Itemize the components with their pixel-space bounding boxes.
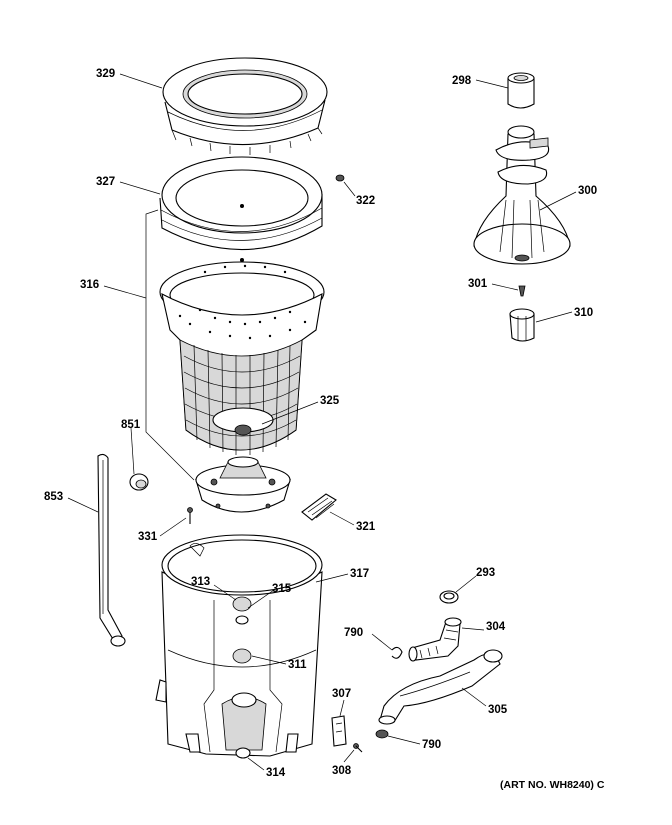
label-322: 322	[356, 195, 375, 207]
label-790-upper: 790	[344, 627, 363, 639]
part-hub-assembly	[195, 456, 291, 513]
part-300-agitator	[473, 125, 571, 265]
label-316: 316	[80, 279, 99, 291]
part-314-seal	[235, 747, 251, 759]
label-311: 311	[288, 659, 307, 671]
label-307: 307	[332, 688, 351, 700]
part-853-fill-tube	[97, 453, 126, 647]
label-853: 853	[44, 491, 63, 503]
part-305-drain-hose	[378, 649, 503, 725]
label-313: 313	[191, 576, 210, 588]
art-number: (ART NO. WH8240) C	[500, 779, 605, 791]
part-317-outer-tub	[155, 534, 323, 757]
part-322-screw	[335, 174, 345, 182]
label-325: 325	[320, 395, 340, 407]
part-310-coupler	[509, 308, 535, 342]
leader-lines	[67, 73, 577, 771]
part-293-clamp	[439, 590, 459, 604]
label-327: 327	[96, 176, 115, 188]
part-790-clamp-lower	[375, 729, 389, 739]
label-301: 301	[468, 278, 488, 290]
assembly-bracket-line	[145, 209, 195, 481]
label-293: 293	[476, 567, 495, 579]
part-308-screw	[353, 743, 363, 753]
part-298-agitator-cap	[507, 72, 535, 109]
label-321: 321	[356, 521, 376, 533]
part-307-clip	[331, 715, 347, 747]
part-301-screw	[518, 285, 526, 297]
part-327-tub-ring	[159, 156, 323, 262]
label-329: 329	[96, 68, 115, 80]
label-851: 851	[121, 419, 141, 431]
label-305: 305	[488, 704, 508, 716]
part-329-tub-cover	[162, 57, 328, 155]
label-310: 310	[574, 307, 593, 319]
part-304-hose	[408, 617, 462, 662]
label-300: 300	[578, 185, 597, 197]
label-331: 331	[138, 531, 158, 543]
part-316-wash-basket	[159, 261, 325, 455]
label-790-lower: 790	[422, 739, 441, 751]
label-304: 304	[486, 621, 506, 633]
part-321-filter	[301, 493, 337, 521]
label-298: 298	[452, 75, 472, 87]
part-331-pin	[187, 507, 193, 524]
label-308: 308	[332, 765, 352, 777]
part-790-clamp-upper	[391, 646, 403, 659]
label-314: 314	[266, 767, 286, 779]
label-317: 317	[350, 568, 369, 580]
part-851-cap	[129, 473, 149, 491]
label-315: 315	[272, 583, 292, 595]
